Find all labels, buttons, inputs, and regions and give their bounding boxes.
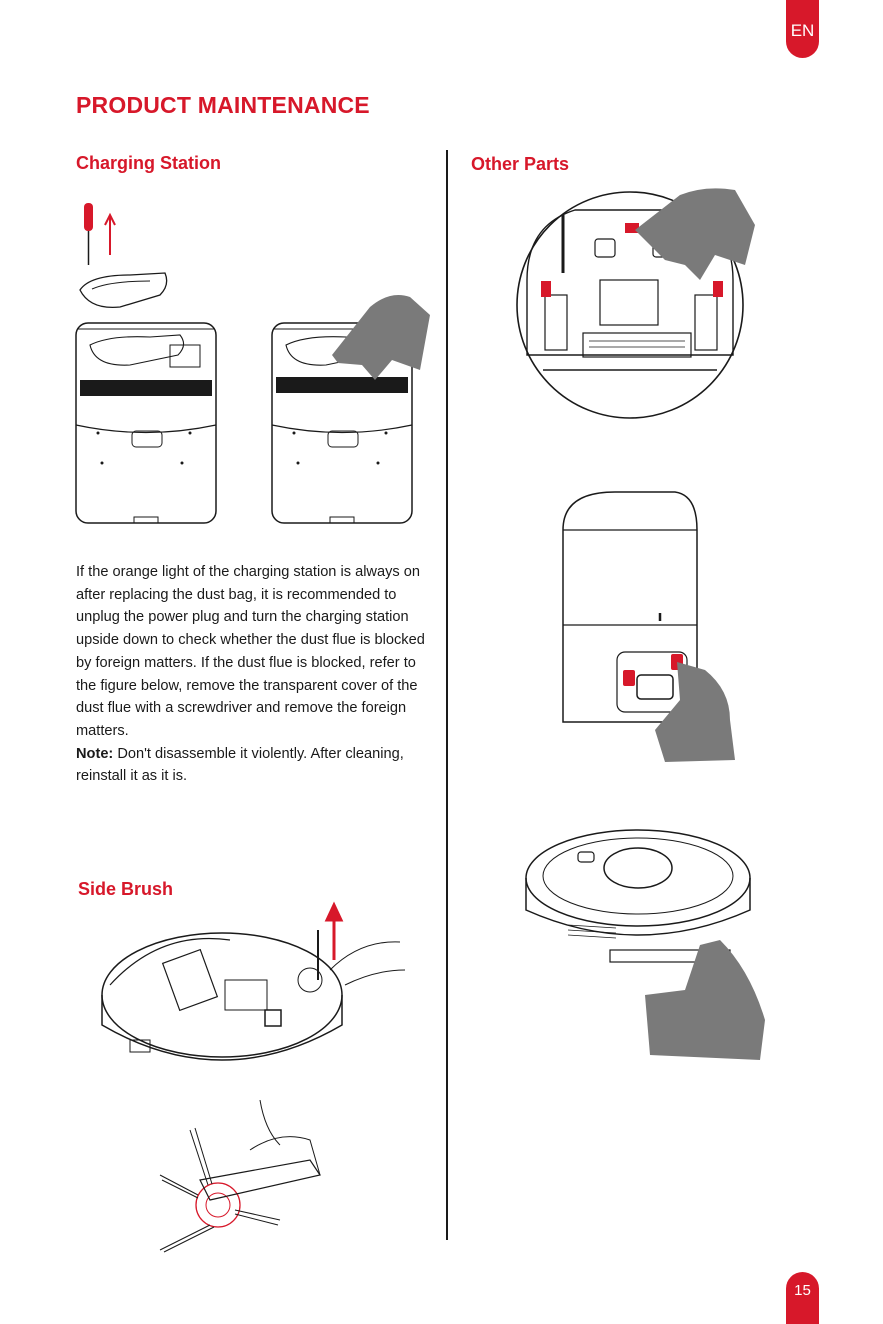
charging-station-instructions: If the orange light of the charging stat… — [76, 561, 426, 788]
station-front-illustration — [555, 490, 755, 770]
robot-top-illustration — [520, 820, 770, 1060]
page-title: PRODUCT MAINTENANCE — [76, 92, 370, 118]
note-text: Don't disassemble it violently. After cl… — [76, 745, 404, 785]
side-brush-closeup-illustration — [150, 1100, 350, 1255]
page-number: 15 — [786, 1272, 819, 1324]
other-parts-heading: Other Parts — [471, 154, 570, 174]
side-brush-robot-illustration — [100, 900, 410, 1090]
instructions-note: Note: Don't disassemble it violently. Af… — [76, 743, 426, 788]
robot-underside-illustration — [505, 185, 770, 435]
station-right — [271, 294, 430, 524]
screwdriver-icon — [84, 203, 116, 265]
column-divider — [446, 150, 448, 1240]
instructions-paragraph: If the orange light of the charging stat… — [76, 564, 425, 739]
language-tab: EN — [786, 0, 819, 58]
note-label: Note: — [76, 745, 114, 762]
side-brush-heading: Side Brush — [78, 879, 174, 899]
charging-station-illustration — [70, 195, 430, 535]
charging-station-heading: Charging Station — [76, 153, 221, 173]
station-left — [75, 322, 217, 524]
